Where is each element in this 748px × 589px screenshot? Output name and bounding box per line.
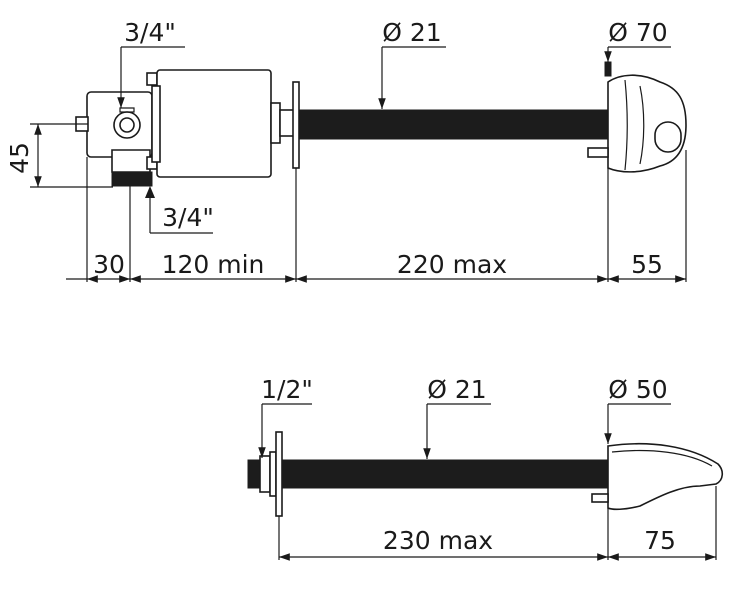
label-spout: Ø 50 bbox=[608, 375, 667, 404]
threaded-pipe-bottom bbox=[281, 459, 609, 489]
dim-120-label: 120 min bbox=[162, 250, 265, 279]
actuator-housing bbox=[151, 69, 295, 178]
dim-220-label: 220 max bbox=[397, 250, 507, 279]
spout bbox=[591, 442, 724, 511]
wall-flange-bottom bbox=[275, 431, 283, 517]
dim-230-label: 230 max bbox=[383, 526, 493, 555]
dim-55-label: 55 bbox=[631, 250, 663, 279]
label-pipe-bottom: Ø 21 bbox=[427, 375, 486, 404]
leader-inlet-bottom-arrow bbox=[145, 186, 155, 198]
valve-body bbox=[75, 72, 158, 187]
label-inlet-bottom: 3/4" bbox=[162, 203, 214, 232]
thread-stub bbox=[247, 459, 261, 489]
bottom-assembly: 230 max 75 1/2" Ø 21 Ø 50 bbox=[247, 375, 724, 561]
label-pipe-top: Ø 21 bbox=[382, 18, 441, 47]
label-inlet-top: 3/4" bbox=[124, 18, 176, 47]
lock-nut bbox=[259, 455, 271, 493]
top-assembly: 45 30 120 min 220 max 55 3/4" 3/4" Ø 21 … bbox=[5, 18, 687, 283]
label-thread: 1/2" bbox=[261, 375, 313, 404]
dim-75-label: 75 bbox=[644, 526, 676, 555]
threaded-pipe bbox=[298, 109, 609, 140]
nut-washer bbox=[269, 451, 277, 497]
wall-flange bbox=[292, 81, 300, 169]
dim-45-label: 45 bbox=[5, 142, 34, 174]
label-head: Ø 70 bbox=[608, 18, 667, 47]
dim-30-label: 30 bbox=[93, 250, 125, 279]
push-head bbox=[587, 61, 687, 173]
